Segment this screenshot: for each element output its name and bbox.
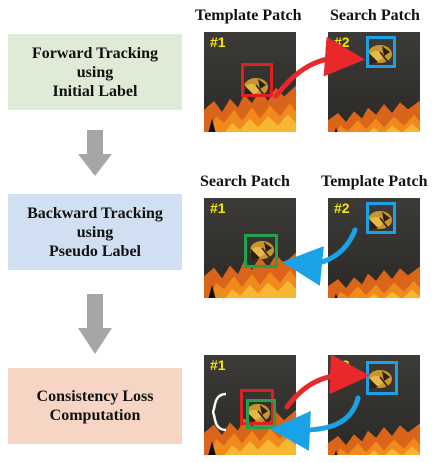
step-line: using	[76, 63, 114, 81]
step-line: Backward Tracking	[27, 204, 163, 222]
step-line: Forward Tracking	[31, 44, 159, 62]
row2-right-label: Template Patch	[321, 173, 428, 190]
template-patch-frame2: #2	[328, 198, 420, 298]
row2-left-label: Search Patch	[200, 173, 290, 190]
pseudo-label-box	[246, 399, 276, 429]
search-patch-frame1: #1	[204, 198, 296, 298]
search-result-box	[366, 36, 396, 68]
row1-left-label: Template Patch	[195, 7, 302, 24]
step-line: Computation	[49, 407, 141, 424]
frame-number: #1	[210, 357, 226, 373]
frame-number: #2	[334, 34, 350, 50]
row1-right-label: Search Patch	[330, 7, 420, 24]
initial-label-box	[241, 63, 273, 97]
loss-patch-frame2: #2	[328, 355, 420, 455]
frame-number: #1	[210, 200, 226, 216]
search-patch-frame2: #2	[328, 32, 420, 132]
step-line: using	[76, 223, 114, 241]
step-line: Consistency Loss	[36, 388, 154, 405]
forward-tracking-step: Forward Tracking using Initial Label	[8, 34, 182, 110]
frame-number: #2	[334, 200, 350, 216]
step-line: Initial Label	[52, 82, 138, 100]
step-line: Pseudo Label	[48, 242, 141, 260]
loss-patch-frame1: #1	[204, 355, 296, 455]
flow-arrow-down-icon	[78, 130, 112, 176]
template-patch-frame1: #1	[204, 32, 296, 132]
pseudo-label-box	[244, 234, 278, 268]
frame-number: #1	[210, 34, 226, 50]
flow-arrow-down-icon	[78, 294, 112, 354]
template-box	[366, 202, 396, 234]
initial-label-box	[240, 389, 274, 425]
consistency-loss-step: Consistency Loss Computation	[8, 368, 182, 444]
backward-tracking-step: Backward Tracking using Pseudo Label	[8, 194, 182, 270]
search-result-box	[366, 361, 398, 395]
frame-number: #2	[334, 357, 350, 373]
